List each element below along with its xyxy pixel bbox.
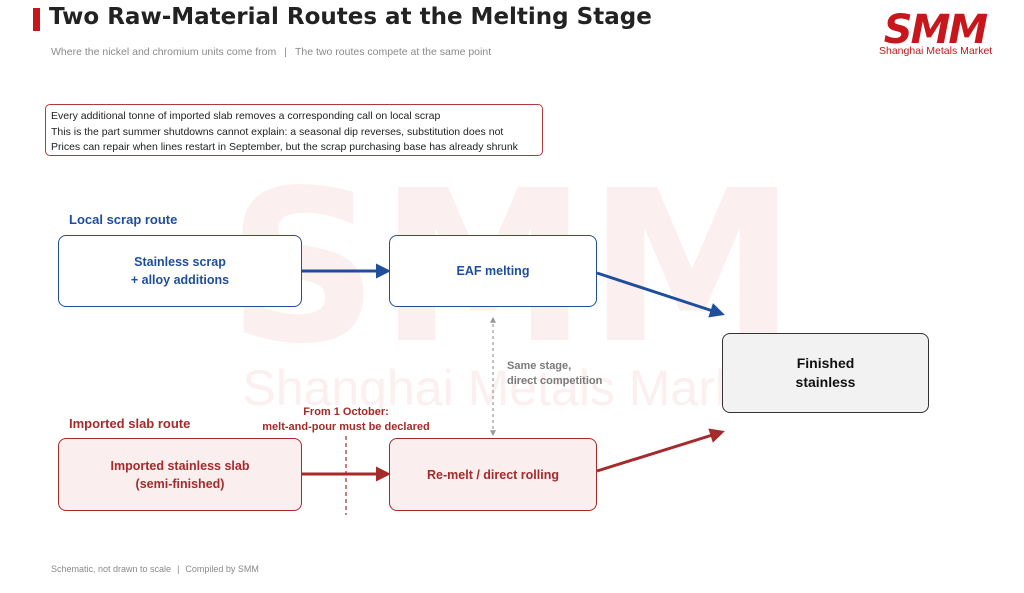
- eaf-melting-box: EAF melting: [389, 235, 597, 307]
- arrow-remelt-to-finished: [596, 428, 725, 473]
- footer-separator: |: [177, 564, 180, 574]
- slab-input-line1: Imported stainless slab: [110, 458, 250, 473]
- local-route-label: Local scrap route: [69, 212, 178, 227]
- finished-line1: Finished: [796, 355, 855, 371]
- finished-stainless-box: Finished stainless: [722, 333, 929, 413]
- policy-line2: melt-and-pour must be declared: [262, 421, 430, 433]
- subtitle-left: Where the nickel and chromium units come…: [51, 46, 277, 58]
- brand-name: Shanghai Metals Market: [879, 45, 993, 57]
- subtitle-right: The two routes compete at the same point: [295, 46, 492, 58]
- competition-annotation: Same stage, direct competition: [507, 359, 602, 389]
- key-points-box: Every additional tonne of imported slab …: [45, 104, 543, 156]
- smm-logo: SMM: [884, 8, 990, 53]
- title-accent-bar: [33, 8, 40, 31]
- import-route-label: Imported slab route: [69, 416, 191, 431]
- scrap-input-line2: + alloy additions: [130, 273, 230, 287]
- note-line: Prices can repair when lines restart in …: [51, 141, 518, 153]
- competition-line2: direct competition: [507, 375, 603, 387]
- remelt-label: Re-melt / direct rolling: [427, 467, 559, 482]
- eaf-melting-label: EAF melting: [456, 264, 530, 278]
- smm-logo-text: SMM: [884, 8, 988, 53]
- footer: Schematic, not drawn to scale | Compiled b…: [51, 564, 259, 574]
- finished-line2: stainless: [795, 374, 856, 390]
- footer-source: Compiled by SMM: [185, 564, 259, 574]
- footer-note: Schematic, not drawn to scale: [51, 564, 172, 574]
- page-title: Two Raw-Material Routes at the Melting S…: [49, 4, 652, 30]
- note-line: Every additional tonne of imported slab …: [51, 110, 441, 122]
- scrap-input-line1: Stainless scrap: [134, 255, 226, 269]
- subtitle-separator: |: [284, 46, 287, 58]
- policy-line1: From 1 October:: [303, 406, 389, 418]
- policy-annotation: From 1 October: melt-and-pour must be de…: [256, 405, 436, 435]
- competition-line1: Same stage,: [507, 360, 572, 372]
- note-line: This is the part summer shutdowns cannot…: [51, 125, 504, 138]
- page-subtitle: Where the nickel and chromium units come…: [51, 46, 491, 58]
- remelt-box: Re-melt / direct rolling: [389, 438, 597, 511]
- arrow-eaf-to-finished: [596, 271, 725, 318]
- scrap-input-box: Stainless scrap + alloy additions: [58, 235, 302, 307]
- slab-input-box: Imported stainless slab (semi-finished): [58, 438, 302, 511]
- slab-input-line2: (semi-finished): [135, 476, 225, 491]
